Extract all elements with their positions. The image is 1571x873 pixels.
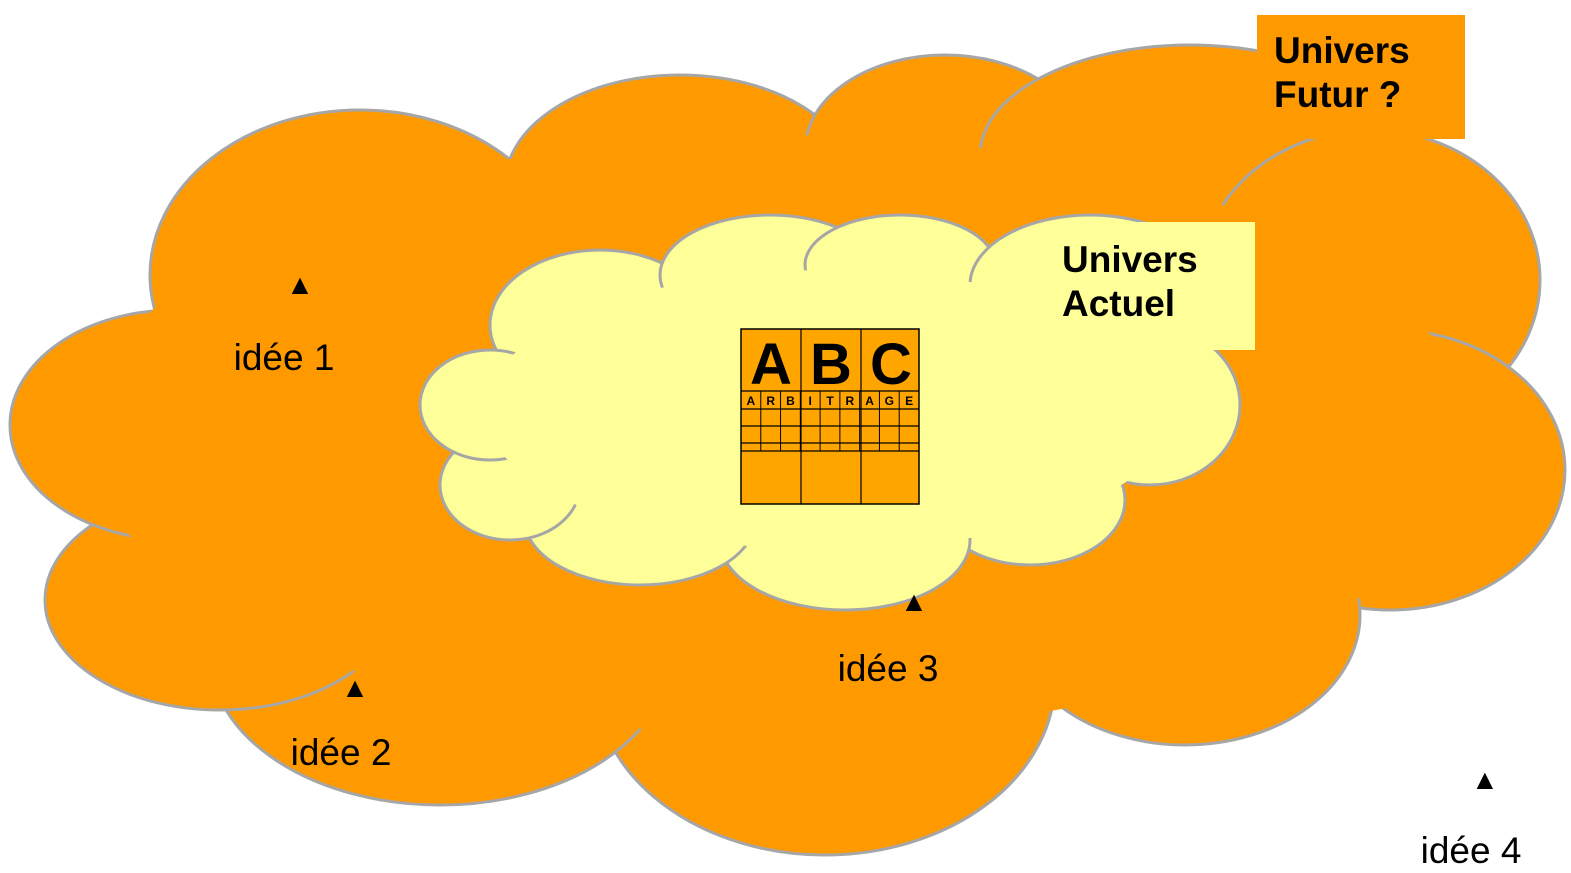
idea-label: idée 2 <box>290 732 392 773</box>
inner-cloud-label-line2: Actuel <box>1062 283 1176 324</box>
logo-small-letter: A <box>865 394 874 408</box>
logo-big-letter: A <box>750 332 792 397</box>
idea-label: idée 4 <box>1420 830 1522 871</box>
logo-small-letter: T <box>826 394 834 408</box>
idea-4: ▲ idée 4 <box>1351 765 1551 873</box>
triangle-marker-icon: ▲ <box>1471 764 1499 795</box>
logo-background <box>740 328 920 505</box>
triangle-marker-icon: ▲ <box>341 672 369 703</box>
logo-small-letter: B <box>786 394 795 408</box>
inner-cloud-label: Univers Actuel <box>1046 222 1255 350</box>
logo-big-letter: C <box>870 332 912 397</box>
triangle-marker-icon: ▲ <box>286 269 314 300</box>
inner-cloud-label-line1: Univers <box>1062 239 1198 280</box>
outer-cloud-label: Univers Futur ? <box>1257 15 1465 139</box>
triangle-marker-icon: ▲ <box>900 586 928 617</box>
idea-1: ▲ idée 1 <box>199 270 419 380</box>
logo-small-grid <box>760 391 900 451</box>
logo-small-letter: A <box>747 394 756 408</box>
idea-label: idée 1 <box>233 337 335 378</box>
idea-3: ▲ idée 3 <box>804 587 1024 691</box>
outer-cloud-label-line1: Univers <box>1274 30 1410 71</box>
logo-small-letter: G <box>885 394 894 408</box>
logo-small-letter: I <box>809 394 812 408</box>
idea-label: idée 3 <box>837 648 939 689</box>
logo-small-letter: R <box>845 394 854 408</box>
outer-cloud-label-line2: Futur ? <box>1274 74 1402 115</box>
logo-small-letter: E <box>905 394 913 408</box>
logo-small-letter: R <box>766 394 775 408</box>
idea-2: ▲ idée 2 <box>245 673 465 775</box>
logo-big-letter: B <box>810 332 852 397</box>
